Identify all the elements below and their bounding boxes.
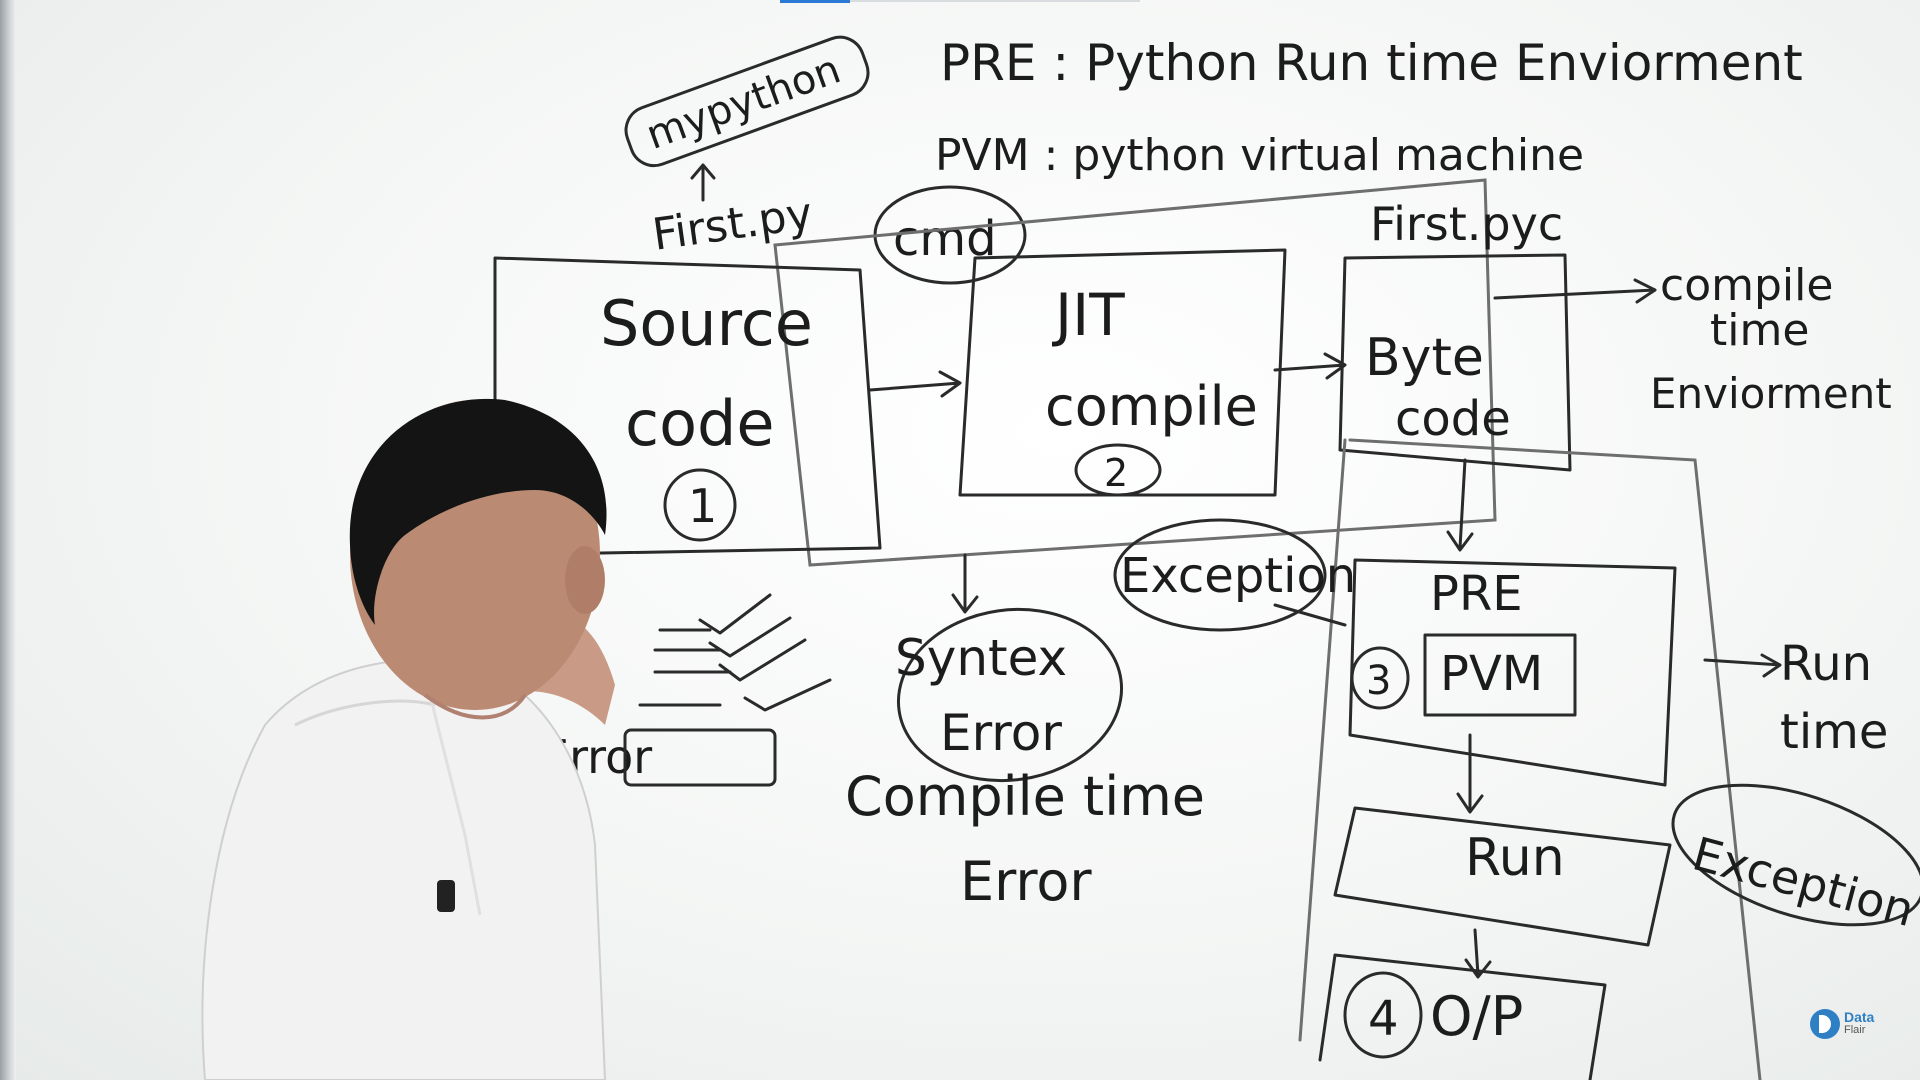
compile-error-label-1: Compile time	[845, 765, 1205, 828]
step-1-label: 1	[688, 479, 717, 533]
output-box	[1318, 953, 1607, 1080]
arrow-to-compile-time	[1493, 278, 1657, 304]
data-flair-logo-icon	[1810, 1009, 1840, 1039]
output-label: O/P	[1430, 985, 1523, 1048]
compile-time-label-1: compile	[1660, 260, 1833, 311]
checklist-lines	[638, 628, 732, 707]
run-box	[1333, 806, 1672, 947]
exception-right-label: Exception	[1687, 826, 1920, 937]
error-left-box	[623, 728, 777, 787]
bytecode-label-1: Byte	[1365, 328, 1484, 388]
pvm-box-label: PVM	[1440, 646, 1543, 702]
runtime-frame	[1298, 438, 1762, 1080]
step-2-circle	[1074, 443, 1162, 497]
presenter	[201, 398, 615, 1080]
bytecode-box	[1338, 253, 1572, 472]
compile-time-label-3: Enviorment	[1650, 369, 1892, 418]
arrow-jit-to-bytecode	[1273, 352, 1347, 380]
bytecode-label-2: code	[1395, 391, 1511, 447]
arrow-bytecode-to-pre	[1446, 458, 1474, 552]
run-box-label: Run	[1465, 828, 1565, 888]
checklist-ticks	[698, 593, 832, 712]
logo-line-2: Flair	[1844, 1024, 1866, 1036]
syntax-error-label-1: Syntex	[895, 629, 1067, 687]
first-py-label: First.py	[649, 188, 815, 261]
source-label-2: code	[625, 387, 775, 460]
step-4-label: 4	[1368, 991, 1399, 1047]
exception-top-label: Exception	[1120, 548, 1356, 604]
arrow-to-syntax-error	[951, 553, 979, 614]
first-pyc-label: First.pyc	[1370, 197, 1563, 251]
jit-label-1: JIT	[1052, 281, 1125, 349]
exception-link	[1273, 603, 1347, 627]
pvm-box	[1423, 633, 1577, 717]
step-3-circle	[1350, 646, 1410, 710]
step-4-circle	[1343, 971, 1423, 1059]
run-time-label-1: Run	[1780, 636, 1872, 692]
compile-error-label-2: Error	[960, 850, 1092, 913]
arrow-run-to-output	[1464, 928, 1492, 979]
pre-box-label: PRE	[1430, 566, 1523, 622]
arrow-source-to-jit	[868, 370, 962, 398]
data-flair-logo-text: Data Flair	[1844, 1009, 1875, 1037]
exception-top-ellipse	[1113, 518, 1327, 632]
jit-label-2: compile	[1045, 375, 1258, 438]
mypython-arrow	[690, 163, 716, 202]
cmd-scope-frame	[773, 178, 1497, 567]
syntax-error-ellipse	[896, 607, 1124, 783]
arrow-pvm-to-run	[1456, 733, 1484, 814]
step-3-label: 3	[1366, 658, 1391, 704]
jit-compile-box	[958, 248, 1287, 497]
compile-time-label-2: time	[1710, 305, 1809, 356]
syntax-error-label-2: Error	[940, 704, 1062, 762]
source-label-1: Source	[600, 287, 813, 360]
mypython-label: mypython	[640, 46, 846, 159]
definition-pvm: PVM : python virtual machine	[935, 130, 1584, 181]
exception-right-ellipse	[1671, 783, 1920, 927]
run-time-label-2: time	[1780, 704, 1888, 760]
video-progress-track[interactable]	[850, 0, 1140, 2]
whiteboard-frame	[0, 0, 16, 1080]
step-1-circle	[663, 468, 737, 542]
logo-line-1: Data	[1844, 1009, 1875, 1025]
mypython-box	[624, 35, 870, 168]
definition-pre: PRE : Python Run time Enviorment	[940, 34, 1803, 92]
step-2-label: 2	[1104, 451, 1128, 495]
arrow-to-run-time	[1703, 653, 1782, 678]
data-flair-logo: Data Flair	[1810, 1003, 1888, 1045]
video-progress-bar[interactable]	[780, 0, 850, 3]
